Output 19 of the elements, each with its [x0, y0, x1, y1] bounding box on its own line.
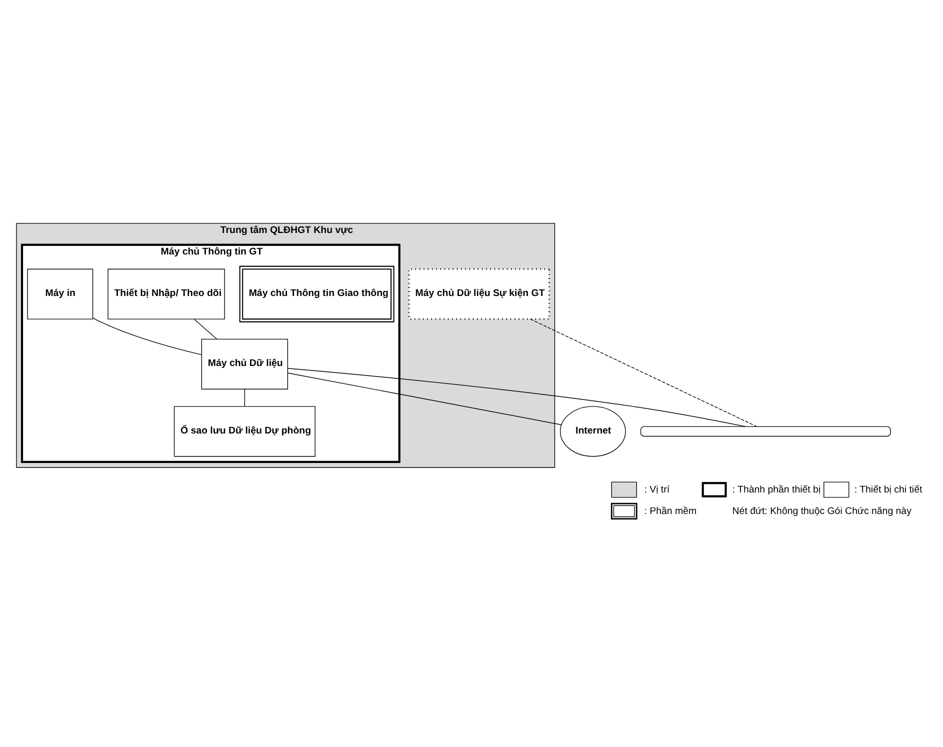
legend-label: : Thiết bị chi tiết	[854, 484, 922, 496]
connector	[194, 318, 218, 340]
connector	[287, 372, 562, 426]
node-bar	[640, 426, 891, 437]
legend-label: : Phần mềm	[644, 506, 697, 517]
node-box: Máy in	[27, 268, 94, 320]
label: Nét đứt: Không thuộc Gói Chức năng này	[732, 506, 912, 517]
connector	[244, 388, 246, 407]
legend-label: : Vị trí	[644, 484, 670, 496]
connector	[92, 318, 202, 356]
node-box: Máy chủ Dữ liệu	[201, 338, 288, 390]
node-box: Máy chủ Dữ liệu Sự kiện GT	[408, 268, 550, 320]
connector	[288, 368, 746, 427]
node-ellipse: Internet	[560, 406, 626, 457]
node-box: Máy chủ Thông tin Giao thông	[239, 266, 394, 322]
legend-label: : Thành phần thiết bị	[732, 484, 821, 496]
node-box: Thiết bị Nhập/ Theo dõi	[108, 268, 225, 320]
node-box: Ổ sao lưu Dữ liệu Dự phòng	[174, 406, 316, 457]
connector	[530, 318, 758, 427]
